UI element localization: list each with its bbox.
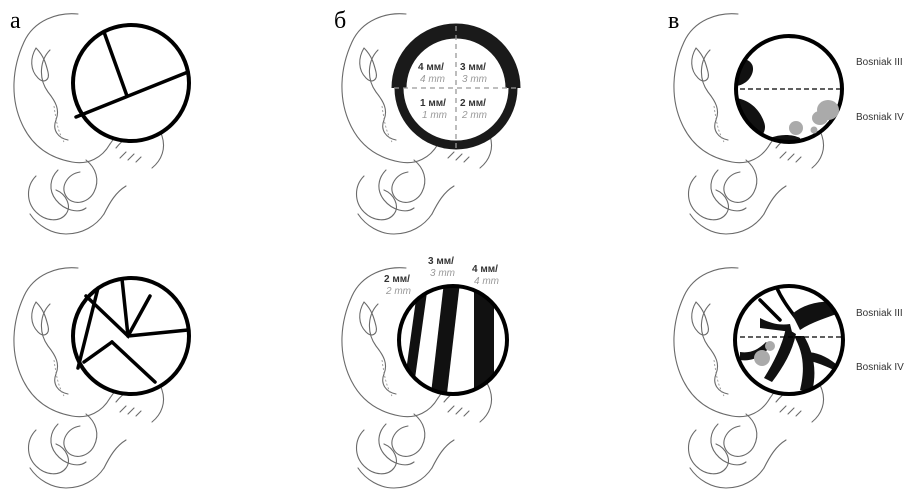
cyst-circle-a-top (71, 23, 191, 143)
label-b-q2-en: 3 mm (462, 74, 487, 85)
panel-letter-a: а (10, 8, 21, 34)
cyst-circle-c-bottom (733, 284, 845, 396)
label-b-septum1-ru: 2 мм/ (384, 274, 410, 285)
panel-letter-c: в (668, 8, 679, 34)
label-b-septum1-en: 2 mm (385, 286, 411, 297)
label-c-bottom-bosniak-iv: Bosniak IV (856, 362, 904, 373)
cyst-circle-a-bottom (71, 276, 191, 396)
label-b-q4-ru: 2 мм/ (460, 98, 486, 109)
label-b-septum2-ru: 3 мм/ (428, 256, 454, 267)
label-b-q2-ru: 3 мм/ (460, 62, 486, 73)
cyst-circle-b-bottom (397, 284, 509, 396)
label-b-q1-en: 4 mm (420, 74, 445, 85)
label-b-septum3-ru: 4 мм/ (472, 264, 498, 275)
label-b-q1-ru: 4 мм/ (418, 62, 444, 73)
panel-letter-b: б (334, 8, 346, 34)
label-c-top-bosniak-iii: Bosniak III (856, 57, 903, 68)
label-c-top-bosniak-iv: Bosniak IV (856, 112, 904, 123)
cyst-circle-b-top (391, 23, 521, 150)
label-b-q3-en: 1 mm (422, 110, 447, 121)
cyst-circle-c-top (734, 34, 844, 144)
label-c-bottom-bosniak-iii: Bosniak III (856, 308, 903, 319)
label-b-q3-ru: 1 мм/ (420, 98, 446, 109)
label-b-q4-en: 2 mm (461, 110, 487, 121)
label-b-septum3-en: 4 mm (474, 276, 499, 287)
label-b-septum2-en: 3 mm (430, 268, 455, 279)
